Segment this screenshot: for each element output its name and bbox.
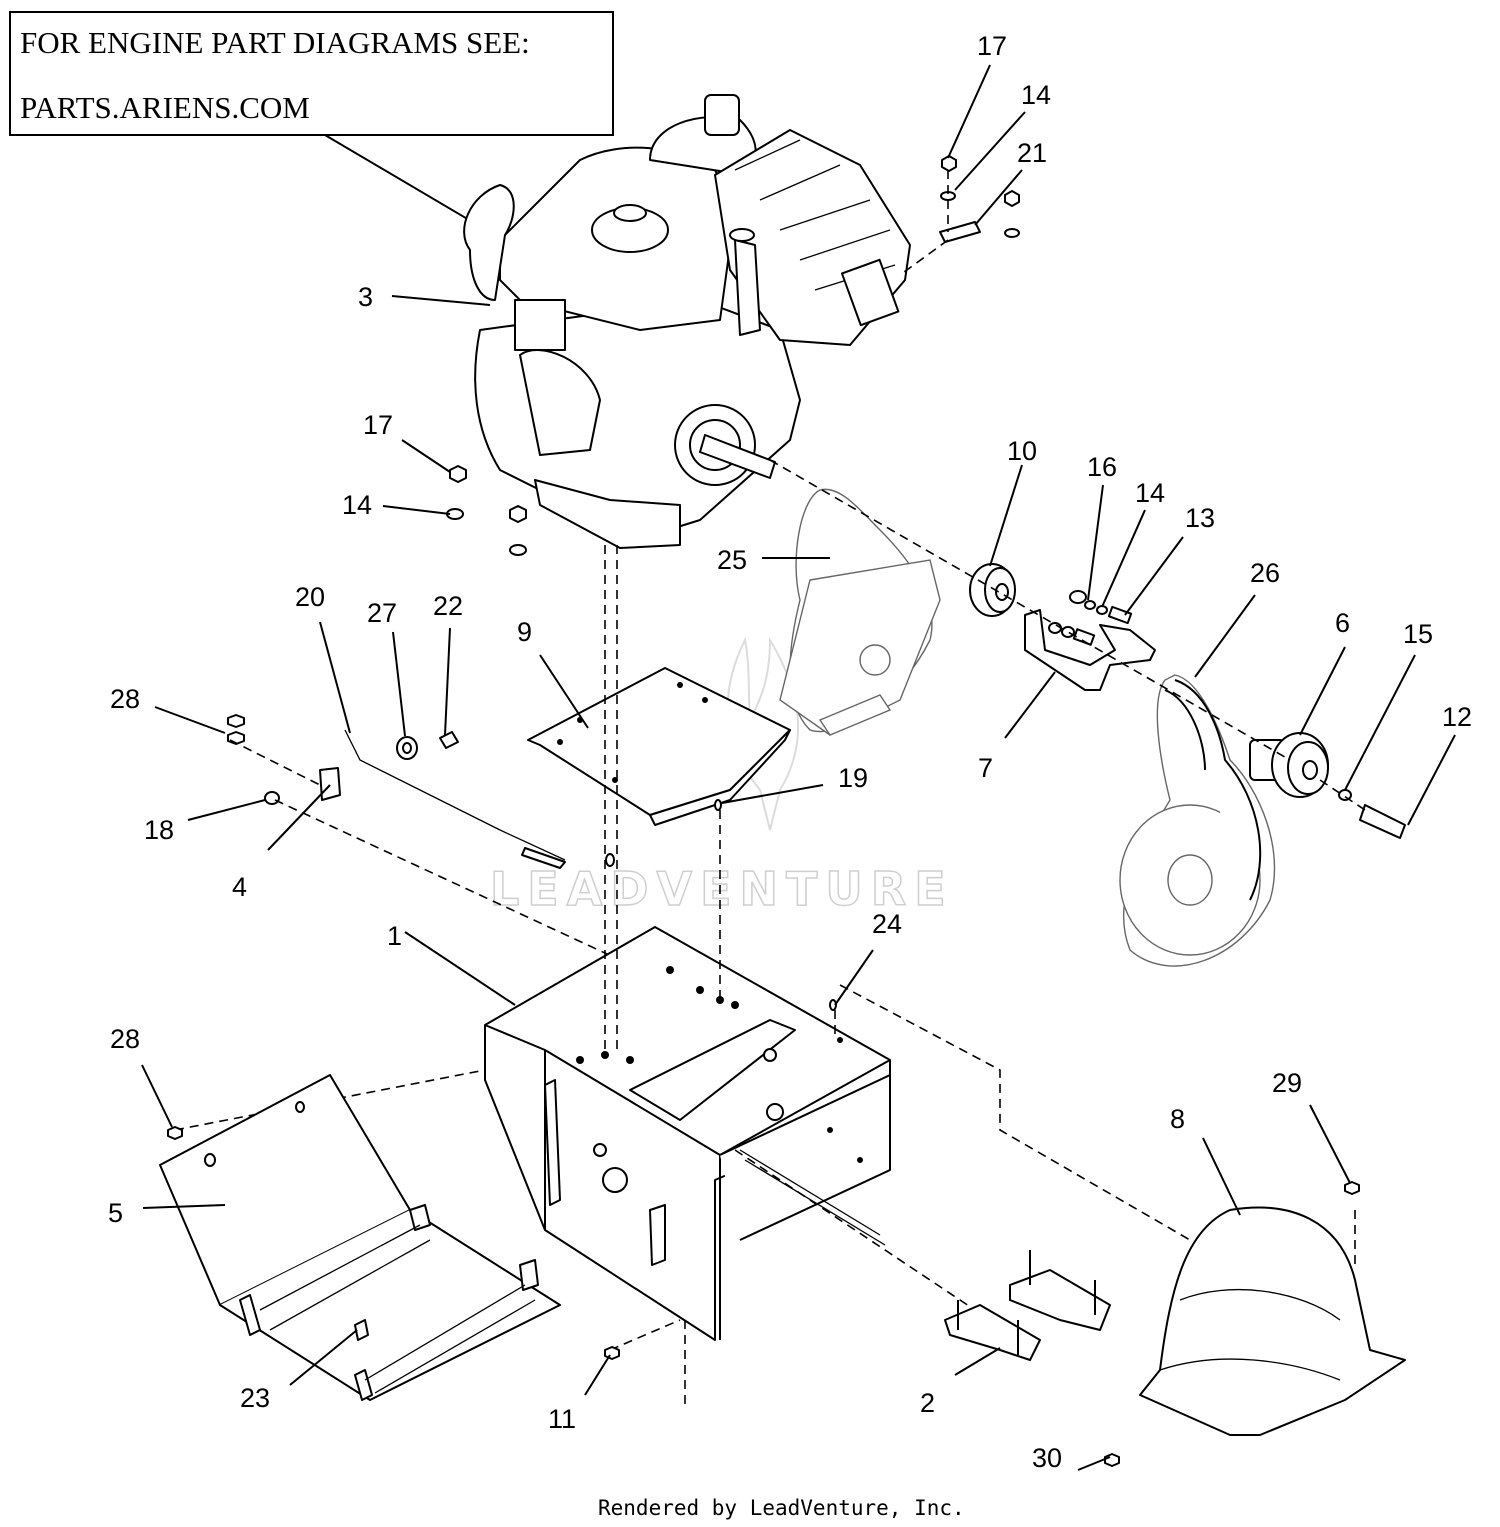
callout-8: 8 (1170, 1104, 1185, 1134)
note-line-1: FOR ENGINE PART DIAGRAMS SEE: (20, 25, 530, 60)
callout-11: 11 (548, 1404, 576, 1434)
engine (463, 94, 911, 549)
callout-6: 6 (1335, 608, 1350, 638)
belt-25-assembly (779, 488, 941, 736)
callout-30: 30 (1032, 1443, 1062, 1473)
callout-13: 13 (1185, 503, 1215, 533)
callout-10: 10 (1007, 436, 1037, 466)
callout-4: 4 (232, 872, 247, 902)
callout-7: 7 (978, 753, 993, 783)
belt-cover-8 (1104, 1181, 1406, 1467)
callout-12: 12 (1442, 702, 1472, 732)
callout-leaders (141, 64, 1456, 1471)
mounting-plate-9 (527, 667, 791, 826)
frame-1 (484, 799, 891, 1341)
callout-27: 27 (367, 598, 397, 628)
footer-credit: Rendered by LeadVenture, Inc. (598, 1496, 965, 1520)
callout-28-top: 28 (110, 684, 140, 714)
callout-9: 9 (517, 617, 532, 647)
shaft-centerline (769, 459, 1291, 761)
callout-29: 29 (1272, 1068, 1302, 1098)
callout-14-top: 14 (1021, 80, 1051, 110)
pulley-6 (1249, 732, 1406, 839)
callout-14-right: 14 (1135, 478, 1165, 508)
callout-18: 18 (144, 815, 174, 845)
callout-17-top: 17 (977, 31, 1007, 61)
cover-5 (159, 1074, 561, 1401)
callout-3: 3 (358, 282, 373, 312)
callout-26: 26 (1250, 558, 1280, 588)
callout-labels: 1 2 3 4 5 6 7 8 9 10 11 12 13 14 14 14 1… (108, 31, 1472, 1473)
watermark: LEADVENTURE (489, 636, 954, 917)
callout-23: 23 (240, 1383, 270, 1413)
pulley-10 (969, 563, 1016, 617)
callout-20: 20 (295, 582, 325, 612)
callout-22: 22 (433, 591, 463, 621)
callout-25: 25 (717, 545, 747, 575)
idler-bracket-7 (1024, 590, 1156, 691)
note-line-2: PARTS.ARIENS.COM (20, 90, 310, 125)
callout-1: 1 (387, 921, 402, 951)
callout-28-bottom: 28 (110, 1024, 140, 1054)
callout-16: 16 (1087, 452, 1117, 482)
callout-24: 24 (872, 909, 902, 939)
engine-note: FOR ENGINE PART DIAGRAMS SEE: PARTS.ARIE… (9, 11, 614, 251)
belt-26-assembly (1119, 674, 1276, 967)
note-box (9, 11, 614, 136)
callout-15: 15 (1403, 619, 1433, 649)
callout-14-left: 14 (342, 490, 372, 520)
callout-21: 21 (1017, 138, 1047, 168)
callout-17-left: 17 (363, 410, 393, 440)
cable-assembly (227, 714, 621, 961)
callout-5: 5 (108, 1198, 123, 1228)
bracket-2 (604, 1250, 1111, 1361)
watermark-text: LEADVENTURE (490, 862, 954, 916)
alignment-lines (174, 545, 1356, 1405)
engine-hardware (446, 155, 1020, 556)
callout-19: 19 (838, 763, 868, 793)
callout-2: 2 (920, 1388, 935, 1418)
